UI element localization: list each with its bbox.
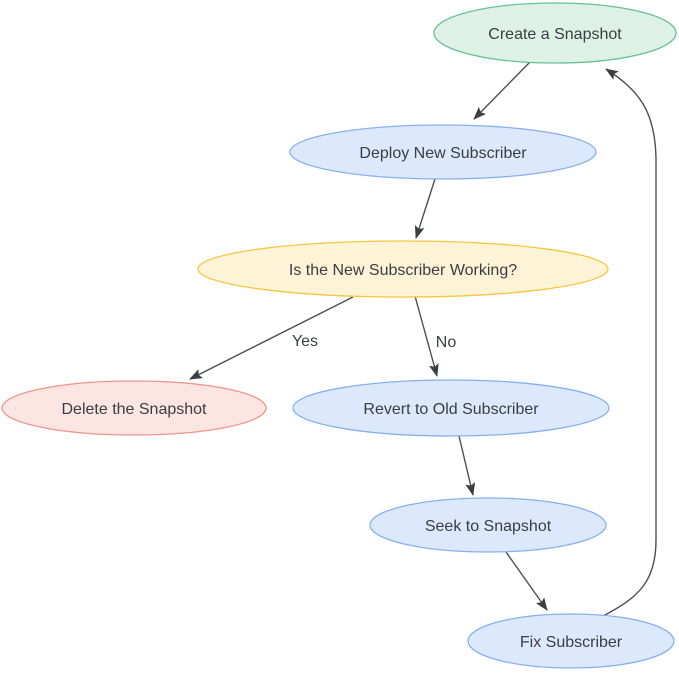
node-deploy-new-subscriber-shape [289,124,597,180]
node-revert-old-subscriber: Revert to Old Subscriber [292,379,610,437]
edge-deploy-to-working [414,178,436,239]
node-revert-old-subscriber-label: Revert to Old Subscriber [363,401,539,418]
node-fix-subscriber-shape [467,613,675,669]
edge-fix-to-create [602,68,657,617]
node-seek-to-snapshot: Seek to Snapshot [369,497,607,553]
node-revert-old-subscriber-shape [292,379,610,437]
node-is-working-shape [197,240,609,298]
node-fix-subscriber-label: Fix Subscriber [520,634,623,651]
node-delete-snapshot-shape [1,380,267,436]
node-create-snapshot: Create a Snapshot [433,2,677,64]
node-create-snapshot-shape [433,2,677,64]
edges-group: Yes No [189,61,657,617]
node-create-snapshot-label: Create a Snapshot [488,26,622,43]
edge-label-no: No [436,334,457,351]
edge-create-to-deploy [473,61,531,120]
edge-working-to-delete [189,296,354,380]
node-is-working-label: Is the New Subscriber Working? [289,262,517,279]
node-deploy-new-subscriber: Deploy New Subscriber [289,124,597,180]
node-delete-snapshot: Delete the Snapshot [1,380,267,436]
node-seek-to-snapshot-label: Seek to Snapshot [425,518,552,535]
edge-label-yes: Yes [292,333,318,350]
node-seek-to-snapshot-shape [369,497,607,553]
node-fix-subscriber: Fix Subscriber [467,613,675,669]
node-deploy-new-subscriber-label: Deploy New Subscriber [359,145,527,162]
node-is-working: Is the New Subscriber Working? [197,240,609,298]
edge-working-to-revert [414,295,439,377]
edge-seek-to-fix [505,551,548,611]
edge-revert-to-seek [458,435,476,496]
node-delete-snapshot-label: Delete the Snapshot [62,401,208,418]
